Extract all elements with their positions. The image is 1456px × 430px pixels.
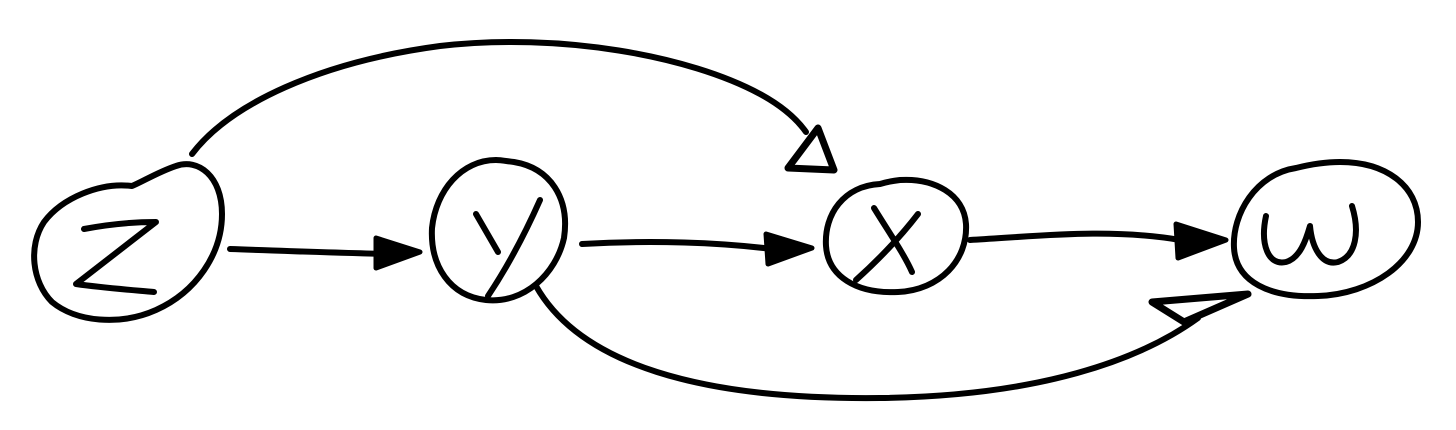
edge-z-to-x-arrowhead (784, 124, 838, 174)
node-x-letter (853, 205, 921, 283)
node-y-letter (473, 197, 543, 299)
edge-y-to-w (533, 283, 1252, 402)
edge-z-to-y-arrowhead (373, 235, 423, 271)
node-w-circle (1230, 159, 1421, 300)
node-y-circle (428, 157, 568, 304)
edge-z-to-x (189, 38, 838, 174)
node-z (31, 161, 225, 323)
edge-y-to-x (579, 231, 815, 267)
edge-y-to-x-line (579, 239, 783, 253)
node-w-letter (1261, 203, 1359, 266)
edge-x-to-w (967, 221, 1229, 261)
node-z-circle (31, 161, 225, 323)
edge-x-to-w-arrowhead (1173, 221, 1229, 261)
node-x (822, 176, 970, 296)
node-x-circle (822, 176, 970, 296)
edge-z-to-y-line (227, 246, 395, 257)
node-y (428, 157, 568, 304)
edge-y-to-w-line (533, 283, 1201, 402)
node-z-letter (73, 219, 159, 295)
edge-z-to-x-line (189, 38, 809, 157)
edge-y-to-w-arrowhead (1148, 290, 1252, 326)
edge-x-to-w-line (967, 230, 1183, 243)
edge-y-to-x-arrowhead (763, 231, 815, 267)
node-w (1230, 159, 1421, 300)
edge-z-to-y (227, 235, 423, 271)
